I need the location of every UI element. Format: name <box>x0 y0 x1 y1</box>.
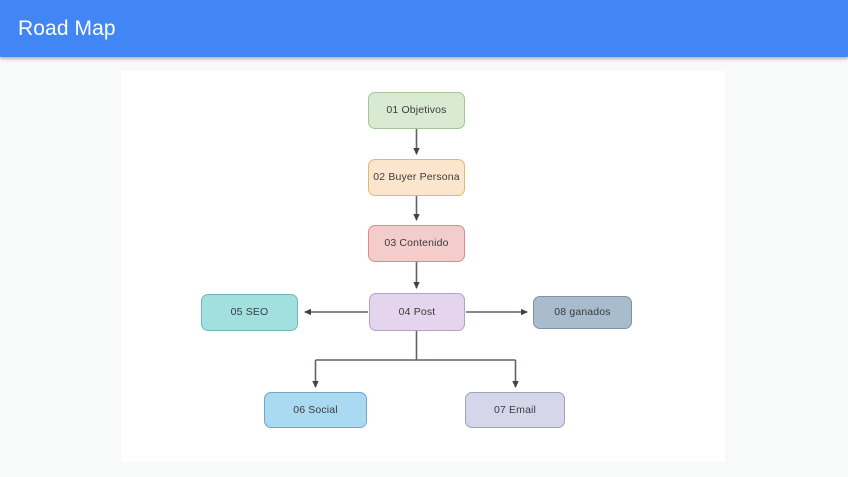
node-06-social[interactable]: 06 Social <box>264 392 367 428</box>
node-label: 03 Contenido <box>384 237 449 249</box>
node-label: 01 Objetivos <box>386 104 447 116</box>
page-title: Road Map <box>18 17 116 40</box>
node-label: 08 ganados <box>554 306 611 318</box>
edge-layer <box>304 129 528 388</box>
node-05-seo[interactable]: 05 SEO <box>201 294 298 331</box>
diagram-canvas[interactable]: 01 Objetivos 02 Buyer Persona 03 Conteni… <box>121 71 725 462</box>
node-label: 05 SEO <box>230 306 269 318</box>
node-label: 04 Post <box>398 305 436 318</box>
node-03-contenido[interactable]: 03 Contenido <box>368 225 465 262</box>
node-08-ganados[interactable]: 08 ganados <box>533 296 632 329</box>
node-label: 02 Buyer Persona <box>373 171 460 183</box>
app-header: Road Map <box>0 0 848 57</box>
node-02-buyer-persona[interactable]: 02 Buyer Persona <box>368 159 465 196</box>
node-04-post[interactable]: 04 Post <box>369 293 465 331</box>
flowchart: 01 Objetivos 02 Buyer Persona 03 Conteni… <box>121 71 725 462</box>
node-label: 06 Social <box>293 403 338 416</box>
node-label: 07 Email <box>493 403 537 416</box>
node-01-objetivos[interactable]: 01 Objetivos <box>368 92 465 129</box>
node-07-email[interactable]: 07 Email <box>465 392 565 428</box>
